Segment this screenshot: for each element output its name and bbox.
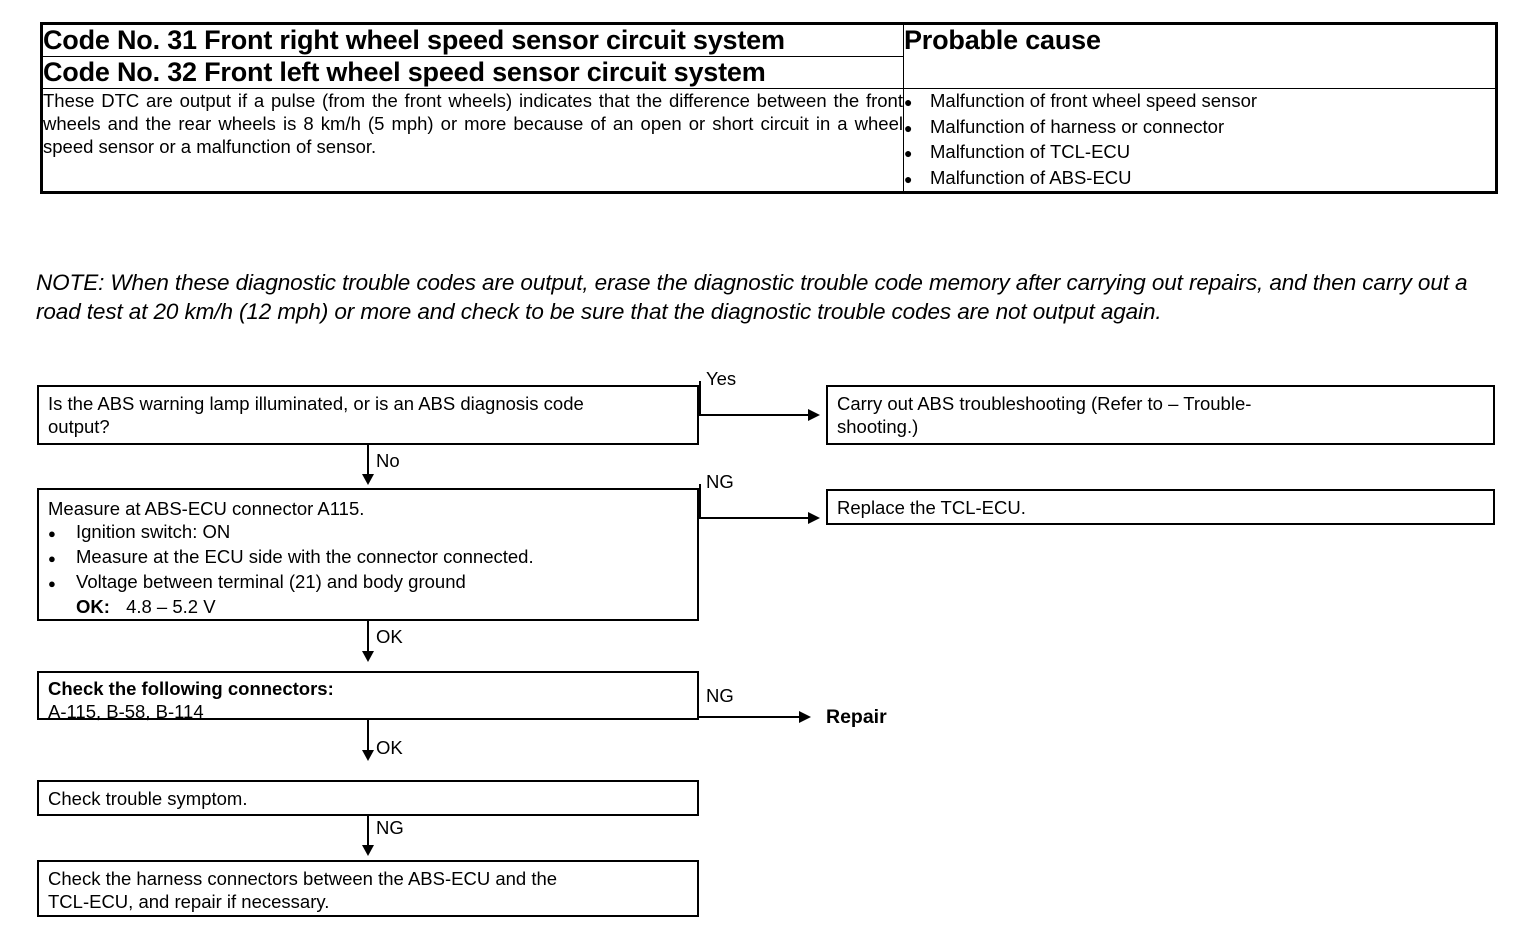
edge-label-ok-2: OK <box>376 737 403 758</box>
connector-no-arrowhead <box>361 474 374 485</box>
flow-box-line: output? <box>48 416 110 437</box>
flow-bullet-text: Ignition switch: ON <box>76 521 231 542</box>
cause-text: Malfunction of harness or connector <box>930 115 1225 137</box>
table-row: Code No. 32 Front left wheel speed senso… <box>40 56 1497 89</box>
flow-box-title: Check the following connectors: <box>48 678 334 699</box>
bullet-icon: ● <box>904 145 913 161</box>
flow-box-replace-tcl-ecu: Replace the TCL-ECU. <box>826 489 1495 525</box>
probable-cause-list: ● Malfunction of front wheel speed senso… <box>903 88 1498 194</box>
ok-value: 4.8 – 5.2 V <box>126 596 216 617</box>
note-paragraph: NOTE: When these diagnostic trouble code… <box>36 270 1468 324</box>
connector-ng1-line <box>699 517 811 519</box>
connector-ng3-arrowhead <box>361 845 374 856</box>
bullet-icon: ● <box>48 551 56 566</box>
flow-box-carry-out-abs-troubleshooting: Carry out ABS troubleshooting (Refer to … <box>826 385 1495 445</box>
connector-yes-arrowhead <box>808 408 820 421</box>
cause-text: Malfunction of ABS-ECU <box>930 166 1132 188</box>
connector-ok2-arrowhead <box>361 750 374 761</box>
connector-yes-line <box>699 414 811 416</box>
flow-box-abs-warning-lamp-question: Is the ABS warning lamp illuminated, or … <box>37 385 699 445</box>
list-item: ● Voltage between terminal (21) and body… <box>48 570 689 595</box>
table-row: Code No. 31 Front right wheel speed sens… <box>40 22 1498 89</box>
flow-terminal-repair: Repair <box>826 706 887 728</box>
edge-label-ok-1: OK <box>376 626 403 647</box>
connector-ok1-line <box>367 621 369 655</box>
bullet-icon: ● <box>904 94 913 110</box>
connector-yes-riser <box>699 381 701 415</box>
bullet-icon: ● <box>48 526 56 541</box>
connector-ng2-arrowhead <box>799 710 811 723</box>
list-item: ● Measure at the ECU side with the conne… <box>48 545 689 570</box>
dtc-description-cell: These DTC are output if a pulse (from th… <box>40 88 904 194</box>
flow-box-title: Measure at ABS-ECU connector A115. <box>48 498 365 519</box>
flow-box-line: Replace the TCL-ECU. <box>837 497 1026 518</box>
probable-cause-header: Probable cause <box>903 22 1498 89</box>
flow-box-line: Check trouble symptom. <box>48 788 248 809</box>
flow-box-line: TCL-ECU, and repair if necessary. <box>48 891 330 912</box>
edge-label-yes: Yes <box>706 368 737 389</box>
bullet-icon: ● <box>904 119 913 136</box>
flow-box-line: shooting.) <box>837 416 919 437</box>
edge-label-ng-3: NG <box>376 817 404 838</box>
flow-box-line: Is the ABS warning lamp illuminated, or … <box>48 393 584 414</box>
flow-bullet-text: Measure at the ECU side with the connect… <box>76 546 534 567</box>
flow-bullet-text: Voltage between terminal (21) and body g… <box>76 571 466 592</box>
code-31-cell: Code No. 31 Front right wheel speed sens… <box>40 22 904 57</box>
edge-label-no: No <box>376 450 400 471</box>
edge-label-ng-2: NG <box>706 685 734 706</box>
ok-label: OK: <box>76 596 110 617</box>
flow-box-line: Check the harness connectors between the… <box>48 868 558 889</box>
bullet-icon: ● <box>904 170 913 187</box>
dtc-summary-table: Code No. 31 Front right wheel speed sens… <box>40 22 1498 194</box>
list-item: ● Malfunction of harness or connector <box>904 115 1495 141</box>
flow-ok-spec: OK: 4.8 – 5.2 V <box>48 595 689 618</box>
code-32-cell: Code No. 32 Front left wheel speed senso… <box>40 56 904 89</box>
flow-box-line: A-115, B-58, B-114 <box>48 701 204 722</box>
list-item: ● Malfunction of front wheel speed senso… <box>904 89 1495 115</box>
connector-ng1-arrowhead <box>808 511 820 524</box>
flow-box-check-harness-connectors: Check the harness connectors between the… <box>37 860 699 917</box>
list-item: ● Ignition switch: ON <box>48 520 689 545</box>
connector-ng1-riser <box>699 484 701 518</box>
connector-no-line <box>367 445 369 478</box>
bullet-icon: ● <box>48 576 56 591</box>
list-item: ● Malfunction of TCL-ECU <box>904 140 1495 166</box>
connector-ok2-line <box>367 720 369 754</box>
table-row: These DTC are output if a pulse (from th… <box>40 88 1498 194</box>
connector-ng2-line <box>699 716 802 718</box>
connector-ng3-line <box>367 816 369 848</box>
cause-text: Malfunction of front wheel speed sensor <box>930 90 1258 111</box>
connector-ok1-arrowhead <box>361 651 374 662</box>
flow-box-line: Carry out ABS troubleshooting (Refer to … <box>837 393 1252 414</box>
flow-box-check-following-connectors: Check the following connectors: A-115, B… <box>37 671 699 722</box>
cause-text: Malfunction of TCL-ECU <box>930 141 1131 162</box>
edge-label-ng-1: NG <box>706 471 734 492</box>
list-item: ● Malfunction of ABS-ECU <box>904 166 1495 192</box>
flow-box-measure-abs-ecu-connector: Measure at ABS-ECU connector A115. ● Ign… <box>37 488 699 621</box>
flow-box-check-trouble-symptom: Check trouble symptom. <box>37 780 699 816</box>
